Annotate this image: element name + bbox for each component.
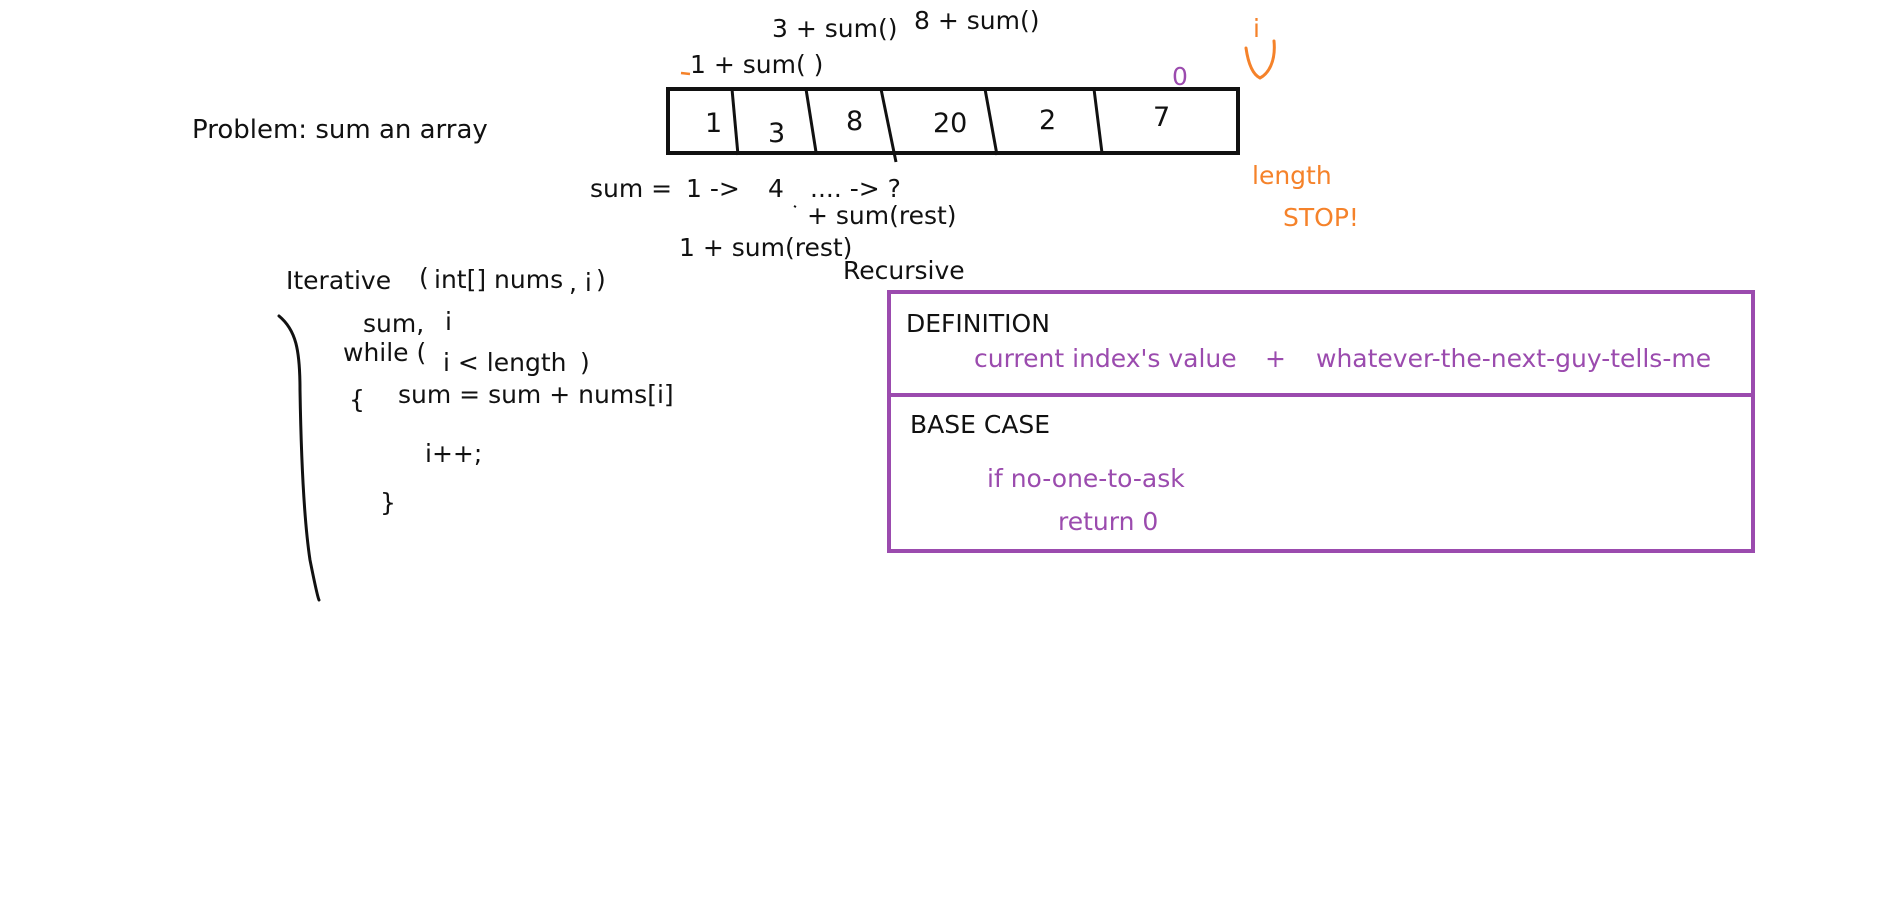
definition-operator: + [1265, 344, 1286, 373]
array-divider-3 [879, 88, 898, 163]
trace-sum-label: sum = [590, 174, 673, 203]
trace-dash [793, 205, 797, 208]
index-marker: 0 [1172, 62, 1188, 91]
iterative-params-open: ( [419, 263, 429, 292]
array-cell: 8 [846, 106, 864, 137]
recursive-title: Recursive [843, 256, 965, 285]
array-cell: 2 [1039, 105, 1057, 136]
iterative-while: while ( [343, 338, 427, 367]
array-cell: 7 [1153, 102, 1171, 133]
base-case-result: return 0 [1058, 507, 1159, 536]
call-label-3: 8 + sum() [914, 6, 1040, 35]
iterative-title: Iterative [286, 266, 392, 295]
trace-step-rest: .... -> ? [810, 174, 901, 203]
definition-right-term: whatever-the-next-guy-tells-me [1316, 344, 1712, 373]
trace-step-2: 4 [768, 174, 784, 203]
iterative-brace-close: } [380, 488, 396, 517]
array-box [666, 87, 1240, 155]
iterative-brace-open: { [349, 385, 365, 414]
iterative-increment: i++; [425, 439, 483, 468]
definition-heading: DEFINITION [906, 309, 1050, 338]
iterative-condition-close: ) [580, 348, 590, 377]
iterative-params-i: , i [569, 268, 592, 297]
array-divider-2 [804, 88, 818, 153]
array-divider-5 [1092, 88, 1104, 154]
array-divider-1 [730, 88, 740, 156]
call-label-1: 1 + sum( ) [690, 50, 824, 79]
iterative-condition: i < length [443, 348, 567, 377]
iterative-vars: sum, [363, 309, 425, 338]
array-cell: 20 [933, 108, 968, 139]
iterative-body: sum = sum + nums[i] [398, 380, 674, 409]
array-cell: 3 [768, 118, 786, 149]
orange-tick-mark [680, 71, 691, 76]
trace-plus-rest: + sum(rest) [807, 201, 957, 230]
length-label: length [1252, 161, 1332, 190]
call-label-2: 3 + sum() [772, 14, 898, 43]
array-divider-4 [983, 88, 999, 156]
array-cell: 1 [705, 108, 723, 139]
base-case-condition: if no-one-to-ask [987, 464, 1185, 493]
definition-left-term: current index's value [974, 344, 1237, 373]
pointer-label: i [1253, 14, 1260, 43]
base-case-box [887, 393, 1755, 553]
stop-label: STOP! [1283, 203, 1359, 232]
iterative-brace [277, 314, 321, 602]
problem-title: Problem: sum an array [192, 115, 488, 145]
iterative-params-close: ) [596, 265, 606, 294]
base-case-heading: BASE CASE [910, 410, 1051, 439]
trace-one-plus-rest: 1 + sum(rest) [679, 233, 853, 262]
trace-step-1: 1 -> [686, 174, 740, 203]
iterative-params-type: int[] nums [434, 265, 564, 294]
iterative-vars-i: i [445, 307, 452, 336]
pointer-arrow-icon [1244, 39, 1276, 80]
